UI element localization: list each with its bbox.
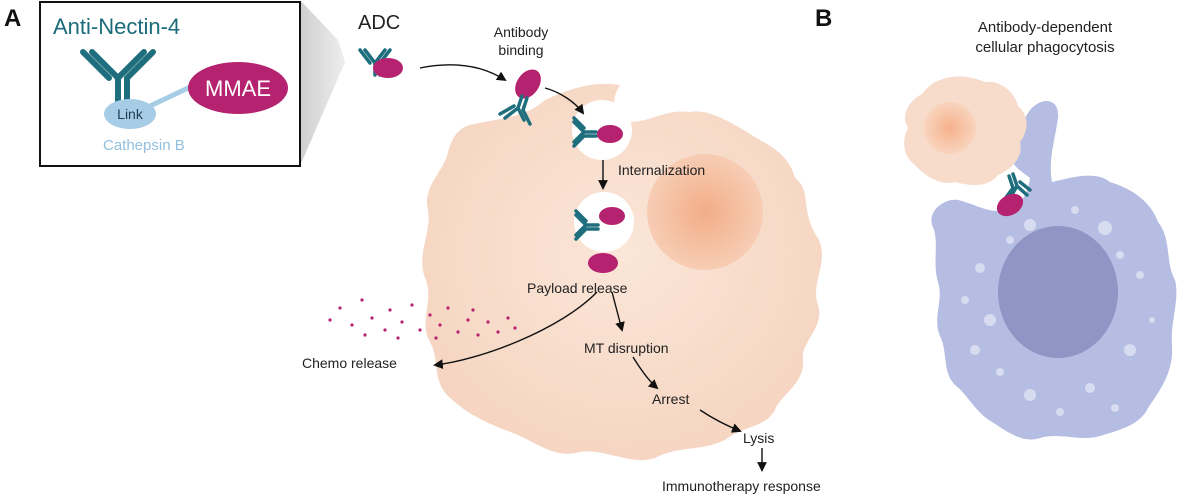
panel-label-b: B (815, 5, 832, 32)
adc-structure-inset: Anti-Nectin-4 Link MMAE Cathepsin B (39, 1, 301, 167)
label-payload-release: Payload release (527, 280, 628, 296)
adc-internalized-upper-icon (572, 116, 598, 148)
macrophage-granules (961, 206, 1155, 416)
label-mt-disruption: MT disruption (584, 340, 669, 356)
label-adc: ADC (358, 12, 400, 34)
pathway-arrows (419, 64, 767, 472)
label-binding-line2: binding (498, 42, 543, 58)
inset-cathepsin-label: Cathepsin B (103, 137, 185, 154)
label-arrest: Arrest (652, 391, 689, 407)
inset-title: Anti-Nectin-4 (53, 14, 180, 39)
small-tumor-nucleus (924, 102, 976, 154)
inset-link-label: Link (117, 106, 144, 122)
inset-mmae-shape (188, 62, 288, 114)
tumor-nucleus (647, 154, 763, 270)
panel-label-a: A (4, 5, 21, 32)
adc-vesicle-antibody-icon (574, 209, 600, 241)
adc-free-icon (358, 48, 403, 78)
label-binding-line1: Antibody (494, 24, 548, 40)
inset-zoom-shade (300, 0, 345, 166)
label-chemo-release: Chemo release (302, 355, 397, 371)
adc-vesicle-payload (599, 207, 625, 225)
adcp-adc-icon (996, 172, 1032, 217)
label-lysis: Lysis (743, 430, 774, 446)
adc-internalized-upper-payload (597, 125, 623, 143)
adc-bound-icon (498, 69, 541, 126)
inset-link-shape (104, 99, 156, 129)
label-adcp-line2: cellular phagocytosis (975, 39, 1114, 56)
inset-antibody-icon (80, 49, 156, 111)
released-payload (588, 253, 618, 273)
inset-mmae-label: MMAE (205, 76, 271, 101)
label-adcp-line1: Antibody-dependent (978, 19, 1113, 36)
label-internalization: Internalization (618, 162, 705, 178)
macrophage-nucleus (998, 226, 1118, 358)
label-immunotherapy: Immunotherapy response (662, 478, 821, 494)
chemo-dots (328, 298, 517, 340)
